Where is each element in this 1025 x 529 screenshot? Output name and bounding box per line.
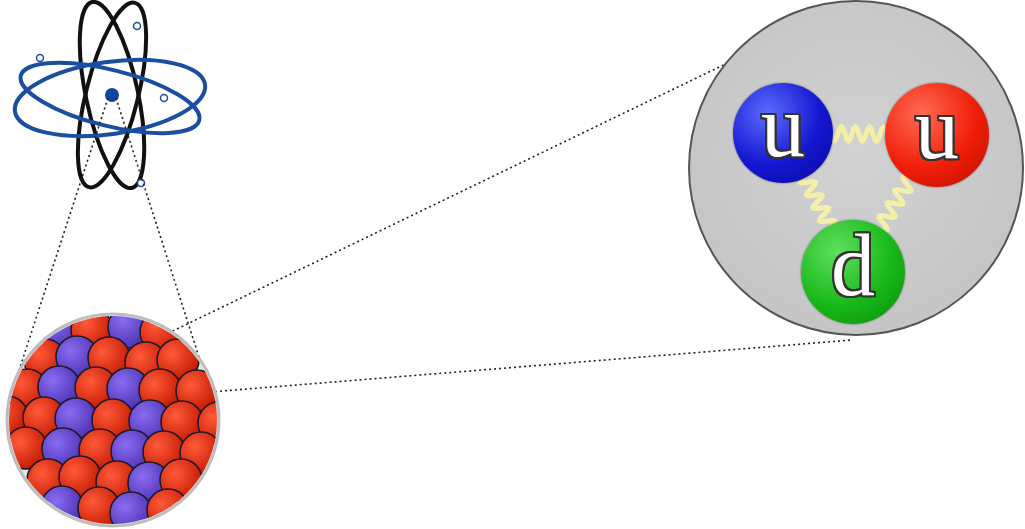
atom-nucleus-dot (105, 88, 119, 102)
quark-label: u (761, 83, 805, 171)
quark-circle: d (801, 220, 905, 324)
proton-circle (689, 1, 1023, 335)
gluon-line (879, 177, 911, 231)
quark-circle: u (733, 83, 833, 183)
atom-orbits (10, 0, 210, 193)
nucleon-ball (147, 489, 189, 529)
quark-label: d (831, 222, 875, 310)
nucleon-ball (110, 492, 152, 529)
nucleons (0, 306, 240, 529)
quark-circle: u (885, 83, 989, 187)
gluon-line (800, 176, 835, 227)
quark-label: u (915, 85, 959, 173)
electrons (37, 23, 168, 187)
gluon-line (831, 127, 887, 141)
nucleon-ball (41, 486, 83, 528)
